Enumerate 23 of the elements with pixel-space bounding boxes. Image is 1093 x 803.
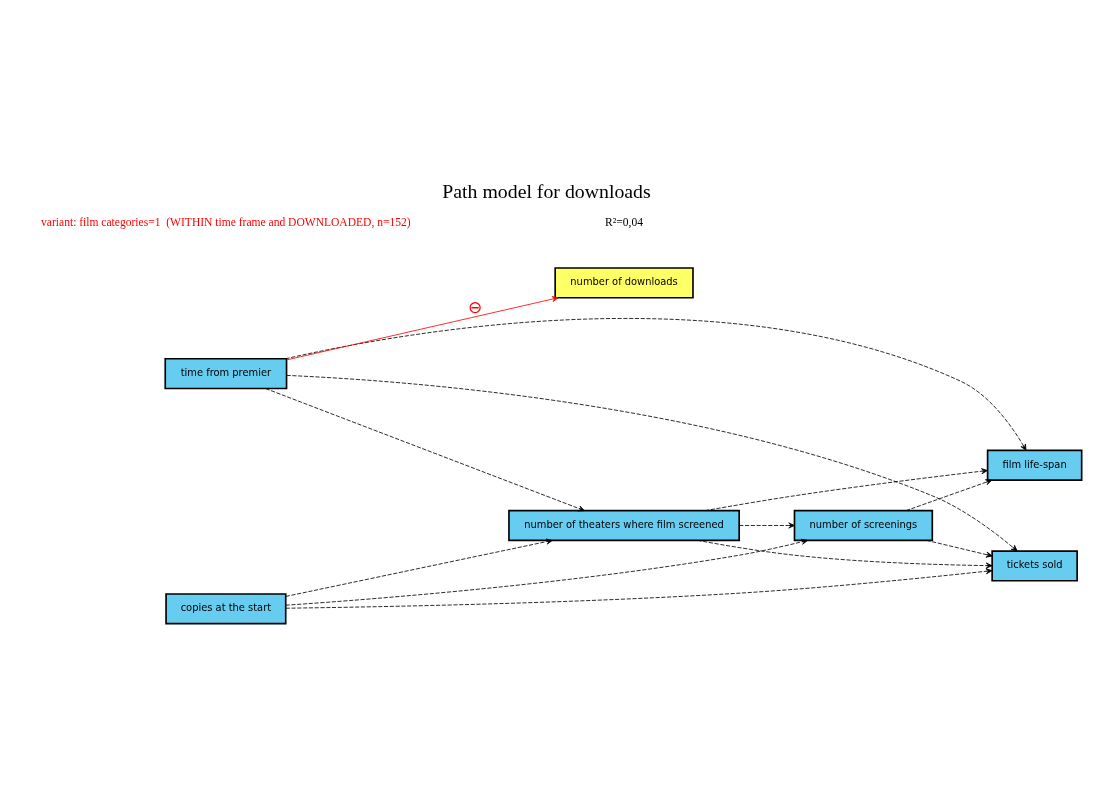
arrow [697, 539, 993, 569]
edge-label: ⊖ [467, 297, 482, 316]
node-box: number of screenings [793, 509, 934, 542]
arrow [286, 375, 1018, 552]
label: R²=0,04 [605, 215, 644, 228]
node-box: tickets sold [991, 550, 1078, 582]
arrow [704, 468, 988, 512]
arrow [285, 568, 993, 609]
node-box: number of theaters where film screened [508, 509, 741, 542]
arrow [905, 479, 993, 512]
node-box: film life-span [986, 449, 1083, 481]
node-box: time from premier [164, 357, 288, 390]
arrow [738, 522, 795, 529]
arrow [286, 296, 559, 361]
arrow [285, 538, 553, 597]
node-box: number of downloads [554, 267, 694, 299]
diagram-title: Path model for downloads [442, 180, 651, 203]
arrow [926, 539, 993, 558]
label: variant: film categories=1 (WITHIN time frame and DOWNLOADED, n=152) [41, 215, 411, 228]
node-box: copies at the start [165, 593, 287, 625]
arrow [285, 538, 809, 606]
arrow [285, 318, 1027, 451]
arrow [265, 388, 585, 512]
